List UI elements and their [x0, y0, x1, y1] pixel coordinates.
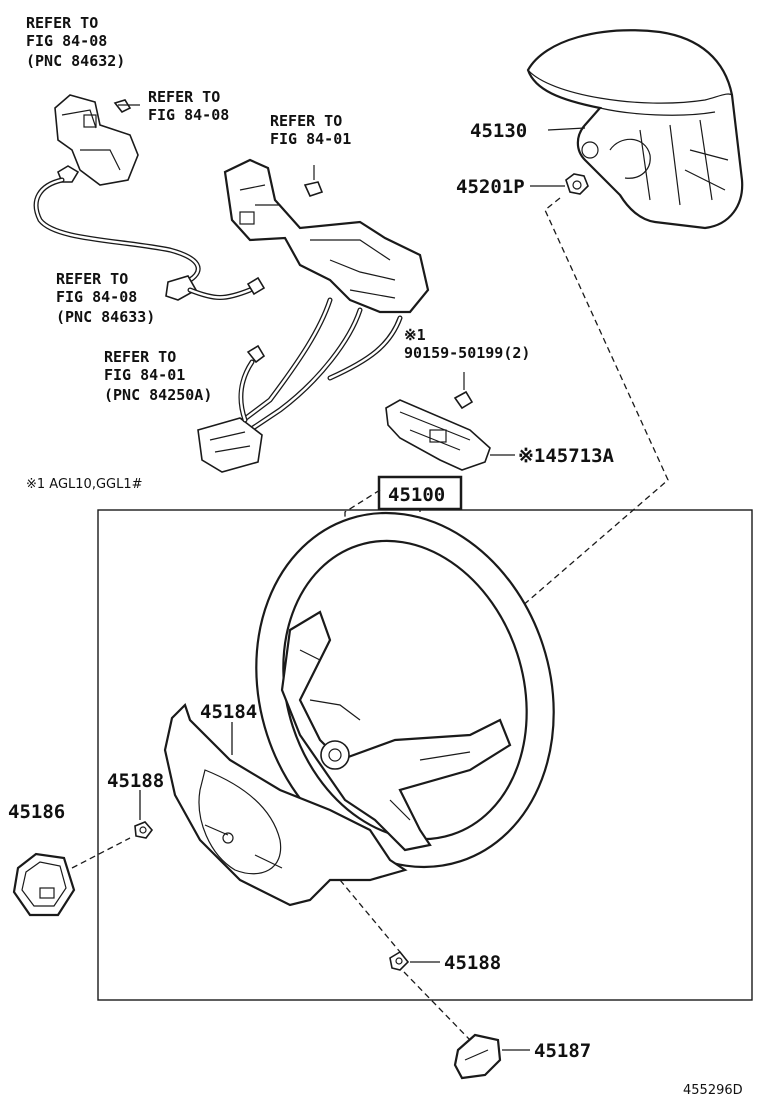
part-number-45188-left: 45188	[107, 770, 164, 792]
steering-pad-switch-84632	[54, 94, 140, 186]
nut-45201p	[565, 173, 589, 195]
screw-45188-left	[134, 821, 154, 839]
pad-switch-connector-cable	[33, 165, 266, 301]
ref-label-top-left-line1: REFER TO	[26, 14, 98, 32]
steering-wheel	[255, 511, 555, 869]
ref-label-mid-left-line1: REFER TO	[56, 270, 128, 288]
bolt-90159-50199	[453, 372, 474, 410]
part-number-45186: 45186	[8, 801, 65, 823]
screw-45188-bottom	[389, 950, 410, 971]
ref-label-screw-line2: FIG 84-08	[148, 106, 229, 124]
part-number-45713a: ※145713A	[518, 445, 615, 467]
ref-label-screw-line1: REFER TO	[148, 88, 220, 106]
drawing-id: 455296D	[683, 1083, 743, 1098]
lower-cover-45184	[163, 702, 408, 907]
bolt-part-number: 90159-50199(2)	[404, 344, 530, 362]
combination-switch-assembly	[197, 158, 430, 473]
ref-label-top-left-line2: FIG 84-08	[26, 32, 107, 50]
footnote: ※1 AGL10,GGL1#	[26, 477, 143, 492]
ref-label-mid-left-line2: FIG 84-08	[56, 288, 137, 306]
bracket-45713a	[385, 399, 491, 471]
ref-label-low-left-line2: FIG 84-01	[104, 366, 185, 384]
ref-label-low-left-line1: REFER TO	[104, 348, 176, 366]
steering-wheel-assembly-frame	[97, 509, 753, 1001]
cap-45186	[12, 852, 76, 917]
airbag-assembly	[526, 29, 744, 230]
part-number-45201p: 45201P	[456, 176, 525, 198]
ref-label-center-line2: FIG 84-01	[270, 130, 351, 148]
cover-45187	[453, 1033, 502, 1080]
part-number-45184: 45184	[200, 701, 257, 723]
part-number-45100: 45100	[388, 484, 445, 506]
part-number-45188-bottom: 45188	[444, 952, 501, 974]
ref-label-mid-left-line3: (PNC 84633)	[56, 308, 155, 326]
ref-label-low-left-line3: (PNC 84250A)	[104, 386, 212, 404]
part-number-45130: 45130	[470, 120, 527, 142]
ref-label-top-left-line3: (PNC 84632)	[26, 52, 125, 70]
ref-label-center-line1: REFER TO	[270, 112, 342, 130]
note-mark-1: ※1	[404, 326, 426, 344]
part-number-45187: 45187	[534, 1040, 591, 1062]
